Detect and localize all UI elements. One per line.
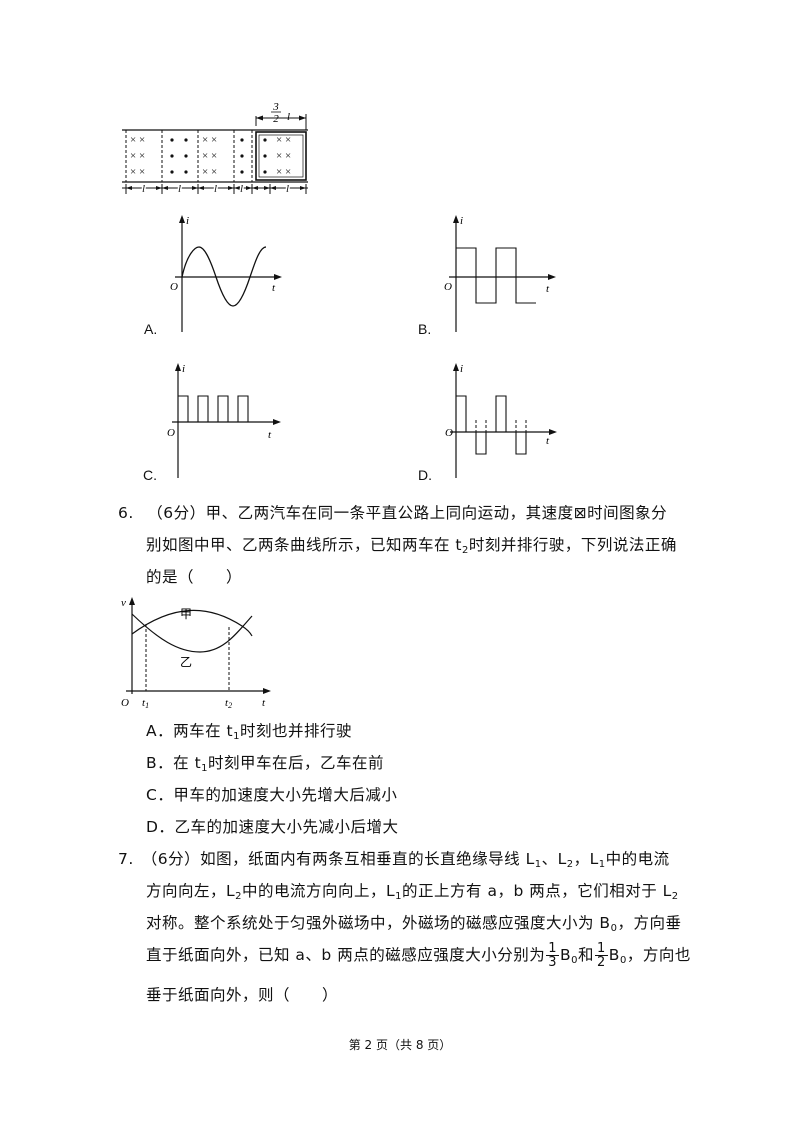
q7-line-1: 7.（6分）如图，纸面内有两条互相垂直的长直绝缘导线 L1、L2，L1中的电流 [118, 850, 670, 870]
option-a-label[interactable]: A. [144, 321, 158, 337]
svg-text:× ×: × × [130, 134, 145, 146]
page-footer: 第 2 页（共 8 页） [348, 1038, 452, 1052]
svg-text:× ×: × × [276, 134, 291, 146]
graph-d-axis-i: i [460, 363, 463, 375]
graph-c-axis-t: t [268, 429, 272, 441]
q6-axis-v: v [121, 597, 126, 609]
magnetic-field-figure: 3 2 l × × × × × × × × × × × × × × × × × × [122, 101, 308, 197]
graph-option-d: i t O [445, 363, 557, 478]
option-c-label[interactable]: C. [143, 467, 157, 483]
svg-text:× ×: × × [130, 150, 145, 162]
svg-text:× ×: × × [276, 166, 291, 178]
graph-d-origin: O [445, 427, 453, 439]
q6-score: （6分） [147, 504, 206, 522]
graph-option-b: i t O [444, 215, 556, 332]
q6-line-3: 的是（ ） [146, 568, 243, 586]
q6-line-2: 别如图中甲、乙两条曲线所示，已知两车在 t2时刻并排行驶，下列说法正确 [146, 536, 677, 556]
dim-l-1: l [142, 183, 145, 195]
q6-option-b[interactable]: B．在 t1时刻甲车在后，乙车在前 [146, 754, 385, 774]
svg-text:× ×: × × [202, 166, 217, 178]
q6-line-1: 6. （6分）甲、乙两汽车在同一条平直公路上同向运动，其速度⊠时间图象分 [118, 503, 667, 523]
graph-d-axis-t: t [546, 435, 550, 447]
q6-t2-label: t2 [225, 697, 232, 710]
graph-a-origin: O [170, 281, 178, 293]
q6-option-c[interactable]: C．甲车的加速度大小先增大后减小 [146, 786, 398, 804]
option-b-label[interactable]: B. [418, 321, 432, 337]
q6-axis-t: t [262, 697, 266, 709]
graph-c-axis-i: i [182, 363, 185, 375]
dim-top-var: l [287, 111, 290, 123]
dim-l-2: l [178, 183, 181, 195]
dim-l-5: l [286, 183, 289, 195]
q7-number: 7. [118, 850, 134, 868]
graph-b-origin: O [444, 281, 452, 293]
graph-a-axis-t: t [272, 282, 276, 294]
q6-text-1: 甲、乙两汽车在同一条平直公路上同向运动，其速度⊠时间图象分 [205, 504, 668, 522]
q7-line-2: 方向向左，L2中的电流方向向上，L1的正上方有 a，b 两点，它们相对于 L2 [146, 882, 679, 902]
dim-top-num: 3 [272, 101, 279, 113]
q6-jia-label: 甲 [180, 607, 192, 621]
q7-score: （6分） [141, 850, 201, 868]
q7-line-5: 垂于纸面向外，则（ ） [146, 986, 339, 1004]
option-d-label[interactable]: D. [418, 467, 432, 483]
graph-c-origin: O [167, 427, 175, 439]
graph-option-a: i t O [170, 215, 282, 332]
dim-l-4: l [240, 183, 243, 195]
q6-origin: O [121, 697, 129, 709]
graph-a-axis-i: i [186, 215, 189, 227]
q6-yi-label: 乙 [180, 655, 192, 669]
dim-top-den: 2 [273, 113, 279, 125]
q7-line-3: 对称。整个系统处于匀强外磁场中，外磁场的磁感应强度大小为 B0，方向垂 [146, 914, 682, 934]
q6-option-d[interactable]: D．乙车的加速度大小先减小后增大 [146, 818, 399, 836]
q6-vt-graph: v t O t1 t2 甲 乙 [121, 597, 271, 710]
svg-text:× ×: × × [276, 150, 291, 162]
graph-b-axis-i: i [460, 215, 463, 227]
graph-b-axis-t: t [546, 283, 550, 295]
svg-text:× ×: × × [202, 134, 217, 146]
graph-option-c: i t O [167, 363, 281, 478]
q6-number: 6. [118, 504, 134, 522]
q6-t1-label: t1 [142, 697, 149, 710]
svg-text:× ×: × × [130, 166, 145, 178]
q6-option-a[interactable]: A．两车在 t1时刻也并排行驶 [146, 722, 353, 742]
svg-text:× ×: × × [202, 150, 217, 162]
dim-l-3: l [214, 183, 217, 195]
